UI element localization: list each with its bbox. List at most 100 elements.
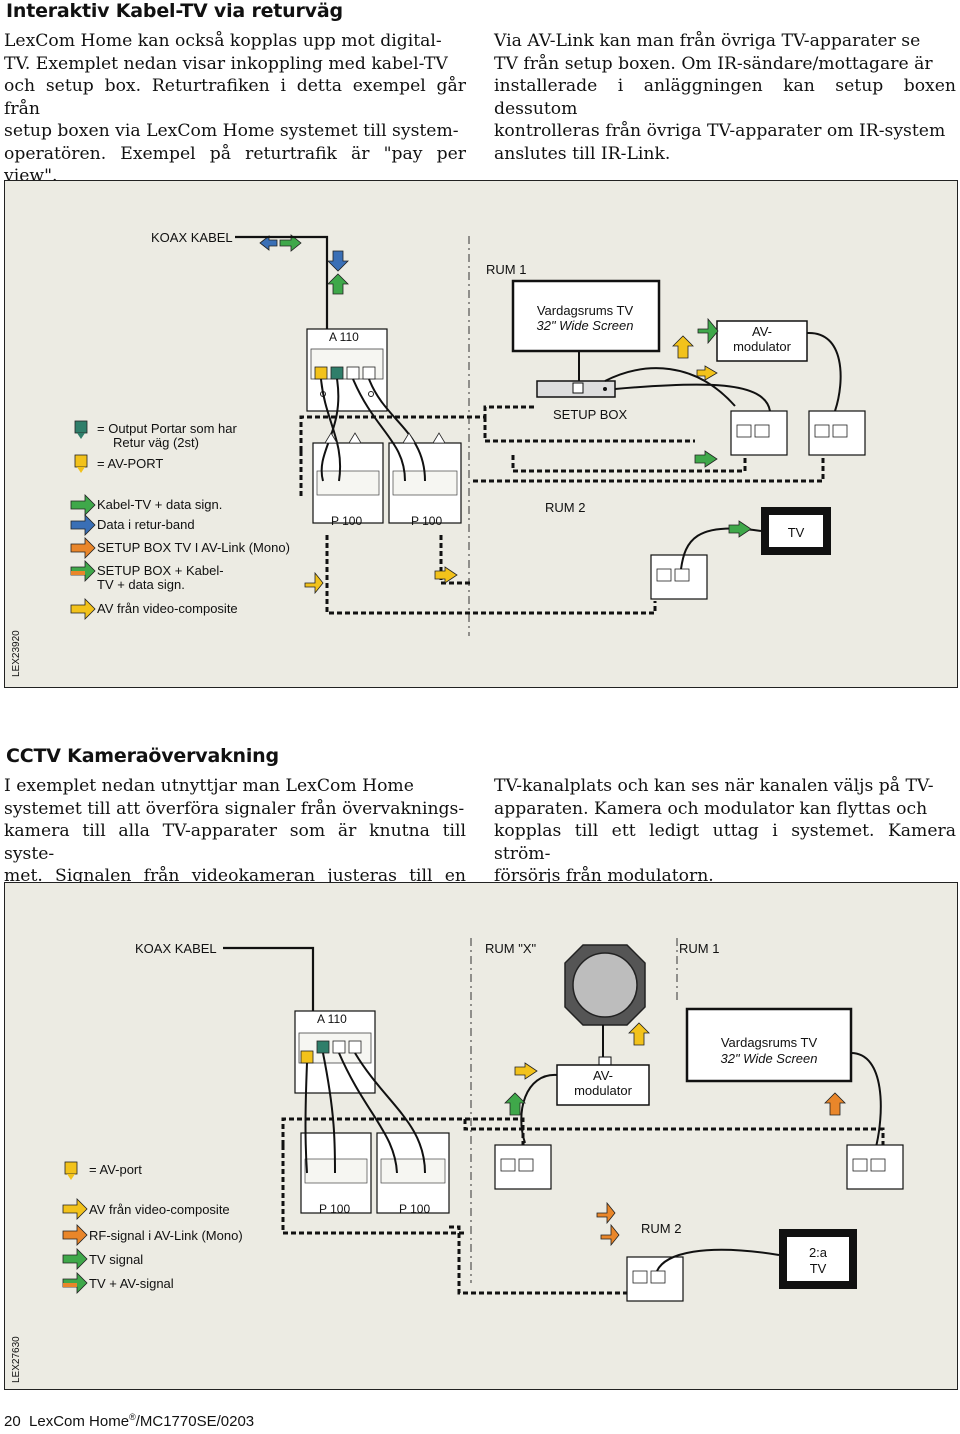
av-port-swatch xyxy=(74,454,88,468)
p100-unit-a: P 100 xyxy=(300,1132,372,1216)
text-line: försörjs från modulatorn. xyxy=(494,866,714,886)
koax-label: KOAX KABEL xyxy=(151,230,233,245)
legend-text: TV signal xyxy=(89,1252,143,1267)
text-line: TV-kanalplats och kan ses när kanalen vä… xyxy=(494,776,934,796)
avmod-sublabel: modulator xyxy=(574,1083,632,1098)
section2-col1: I exemplet nedan utnyttjar man LexCom Ho… xyxy=(4,775,466,910)
text-line: anslutes till IR-Link. xyxy=(494,143,671,164)
p100-label: P 100 xyxy=(411,514,442,528)
diagram-code: LEX23920 xyxy=(11,630,22,677)
section1-col2: Via AV-Link kan man från övriga TV-appar… xyxy=(494,30,956,165)
p100-label: P 100 xyxy=(399,1202,430,1216)
legend-text: AV från video-composite xyxy=(89,1202,230,1217)
legend-text: TV + data sign. xyxy=(97,577,185,592)
av-port-swatch xyxy=(64,1161,78,1175)
section2-title: CCTV Kameraövervakning xyxy=(6,745,279,767)
rumx-label: RUM "X" xyxy=(485,941,537,956)
av-arrow xyxy=(696,365,718,381)
av-port xyxy=(314,366,328,380)
p100-label: P 100 xyxy=(319,1202,350,1216)
koax-down-arrows xyxy=(327,250,349,295)
tv-room2: TV xyxy=(761,507,831,555)
p100-unit-b: P 100 xyxy=(376,1132,450,1216)
legend-text: Kabel-TV + data sign. xyxy=(97,497,222,512)
a110-label: A 110 xyxy=(329,330,359,344)
legend-text: SETUP BOX TV I AV-Link (Mono) xyxy=(97,540,290,555)
avmod-sublabel: modulator xyxy=(733,339,791,354)
legend-text: RF-signal i AV-Link (Mono) xyxy=(89,1228,243,1243)
legend-text: Data i retur-band xyxy=(97,517,195,532)
wall-outlet xyxy=(846,1144,904,1190)
legend-text: SETUP BOX + Kabel- xyxy=(97,563,224,578)
a110-unit: A 110 xyxy=(294,1010,376,1094)
wall-outlet-room2 xyxy=(650,554,708,600)
tv-sublabel: 32" Wide Screen xyxy=(721,1051,818,1066)
tv-sublabel: 32" Wide Screen xyxy=(537,318,634,333)
text-line: I exemplet nedan utnyttjar man LexCom Ho… xyxy=(4,776,414,796)
camera-icon xyxy=(564,944,646,1026)
setup-box: SETUP BOX xyxy=(536,380,628,422)
avmod-label: AV- xyxy=(752,324,772,339)
text-line: och setup box. Returtrafiken i detta exe… xyxy=(4,76,466,119)
text-line: setup boxen via LexCom Home systemet til… xyxy=(4,121,459,141)
legend-text: = AV-port xyxy=(89,1162,142,1177)
wall-outlet-room2 xyxy=(626,1256,684,1302)
legend-text: Retur väg (2st) xyxy=(113,435,199,450)
koax-label: KOAX KABEL xyxy=(135,941,217,956)
text-line: TV från setup boxen. Om IR-sändare/motta… xyxy=(494,53,933,74)
brand: LexCom Home xyxy=(29,1413,130,1430)
doc-code: /MC1770SE/0203 xyxy=(135,1413,255,1430)
avmod-label: AV- xyxy=(593,1068,613,1083)
p100-label: P 100 xyxy=(331,514,362,528)
legend-text: TV + AV-signal xyxy=(89,1276,174,1291)
text-line: apparaten. Kamera och modulator kan flyt… xyxy=(494,798,928,819)
legend-diagram2: = AV-port AV från video-composite RF-sig… xyxy=(62,1161,243,1294)
wall-outlet xyxy=(730,410,788,456)
tv-label: Vardagsrums TV xyxy=(537,303,634,318)
tv2-label: TV xyxy=(788,525,805,540)
av-arrow xyxy=(672,335,694,359)
output-port-swatch xyxy=(74,420,88,434)
registered-mark: ® xyxy=(129,1412,136,1422)
text-line: Via AV-Link kan man från övriga TV-appar… xyxy=(494,31,921,51)
section1-title: Interaktiv Kabel-TV via returväg xyxy=(6,0,343,22)
text-line: installerade i anläggningen kan setup bo… xyxy=(494,76,956,119)
page-footer: 20 LexCom Home®/MC1770SE/0203 xyxy=(4,1412,254,1430)
tv-livingroom: Vardagsrums TV 32" Wide Screen xyxy=(511,279,661,353)
wall-outlet xyxy=(494,1144,552,1190)
av-modulator: AV- modulator xyxy=(716,320,808,362)
text-line: kontrolleras från övriga TV-apparater om… xyxy=(494,121,946,141)
tv-livingroom: Vardagsrums TV 32" Wide Screen xyxy=(685,1007,853,1083)
rum2-label: RUM 2 xyxy=(545,500,585,515)
diagram-kabel-tv-svg: KOAX KABEL RUM 1 Vardagsrums TV 32" Wide… xyxy=(11,230,866,677)
a110-label: A 110 xyxy=(317,1012,347,1026)
text-line: kopplas till ett ledigt uttag i systemet… xyxy=(494,821,956,864)
text-line: LexCom Home kan också kopplas upp mot di… xyxy=(4,31,442,51)
legend-diagram1: = Output Portar som har Retur väg (2st) … xyxy=(70,420,290,620)
up-arrows-p100 xyxy=(324,432,446,444)
diagram-code: LEX27630 xyxy=(11,1336,22,1383)
diagram-kabel-tv: KOAX KABEL RUM 1 Vardagsrums TV 32" Wide… xyxy=(4,180,958,688)
av-modulator: AV- modulator xyxy=(556,1064,650,1106)
page-number: 20 xyxy=(4,1413,21,1430)
av-port xyxy=(300,1050,314,1064)
text-line: kamera till alla TV-apparater som är knu… xyxy=(4,821,466,864)
rum1-label: RUM 1 xyxy=(679,941,719,956)
tv2-label: 2:a xyxy=(809,1245,828,1260)
section1-col1: LexCom Home kan också kopplas upp mot di… xyxy=(4,30,466,188)
section2-col2: TV-kanalplats och kan ses när kanalen vä… xyxy=(494,775,956,888)
setupbox-label: SETUP BOX xyxy=(553,407,628,422)
legend-text: AV från video-composite xyxy=(97,601,238,616)
a110-unit: A 110 xyxy=(306,328,388,412)
rum2-label: RUM 2 xyxy=(641,1221,681,1236)
text-line: TV. Exemplet nedan visar inkoppling med … xyxy=(4,53,448,74)
cable-runs xyxy=(299,405,825,615)
legend-text: = Output Portar som har xyxy=(97,421,237,436)
tv-room2: 2:a TV xyxy=(779,1229,857,1289)
tv-label: Vardagsrums TV xyxy=(721,1035,818,1050)
koax-cable xyxy=(235,235,329,331)
tv2-sublabel: TV xyxy=(810,1261,827,1276)
diagram-cctv-svg: KOAX KABEL RUM "X" RUM 1 A 110 AV- modul… xyxy=(11,938,904,1383)
wall-outlet xyxy=(808,410,866,456)
output-port xyxy=(330,366,344,380)
